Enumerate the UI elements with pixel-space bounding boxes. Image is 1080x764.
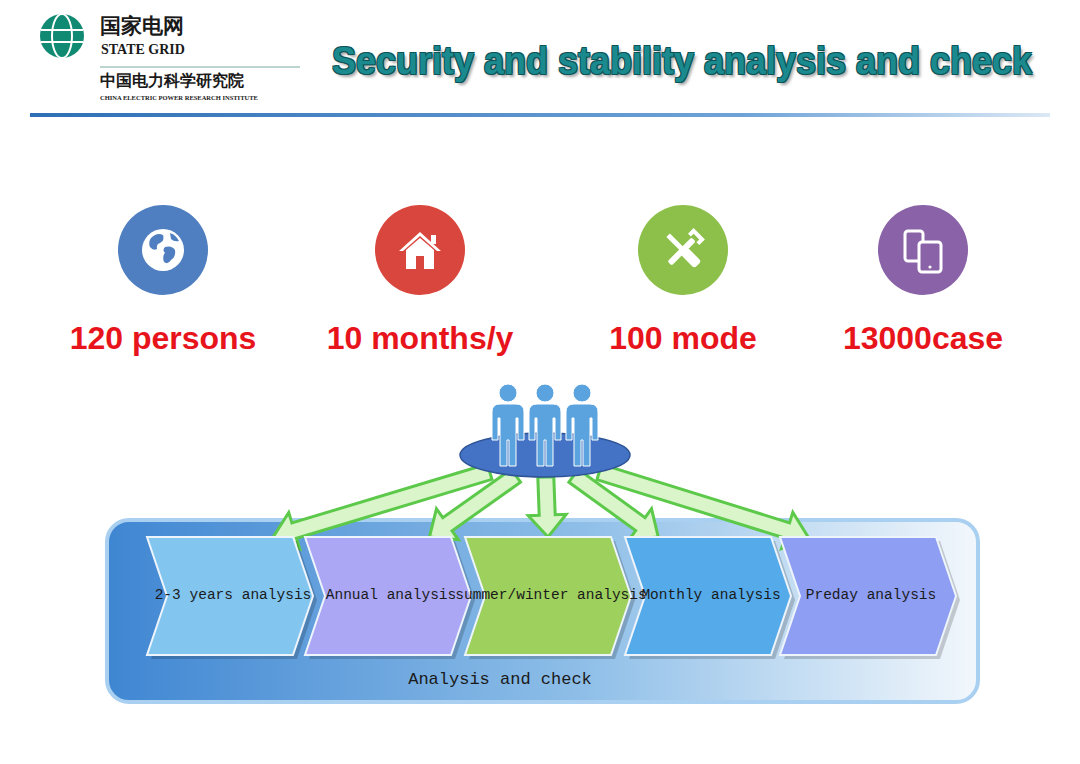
team-figure bbox=[455, 378, 635, 478]
person-body bbox=[566, 404, 598, 466]
stage-label: Annual analysis bbox=[326, 584, 457, 607]
icon-symbol bbox=[399, 232, 441, 269]
stage-label: Monthly analysis bbox=[641, 584, 780, 607]
logo-divider bbox=[100, 67, 300, 68]
flow-arrow bbox=[430, 469, 521, 540]
label-wrap: CHINA ELECTRIC POWER RESEARCH INSTITUTE bbox=[100, 94, 258, 101]
stat-value: 10 months/y bbox=[327, 321, 514, 356]
stage-chevron: 2-3 years analysis bbox=[147, 537, 313, 655]
logo-globe bbox=[40, 14, 84, 58]
title-wrap: Security and stability analysis and chec… bbox=[332, 40, 1071, 83]
band-fill bbox=[107, 520, 978, 702]
chevron-fill bbox=[147, 537, 313, 655]
logo-parallels bbox=[41, 30, 83, 42]
stage-chevron: Annual analysis bbox=[305, 537, 471, 655]
stat-circle: 13000case bbox=[878, 205, 968, 295]
person-icon bbox=[566, 384, 598, 466]
icon-symbol bbox=[142, 229, 184, 271]
stage-chevron: Preday analysis bbox=[780, 537, 956, 655]
flow-arrow bbox=[528, 477, 566, 537]
institute-english-name: CHINA ELECTRIC POWER RESEARCH INSTITUTE bbox=[100, 94, 258, 101]
label-wrap: STATE GRID bbox=[101, 42, 185, 58]
person-head bbox=[499, 384, 517, 402]
header-rule bbox=[30, 113, 1050, 117]
stage-label: Preday analysis bbox=[806, 584, 937, 607]
chevron-fill bbox=[305, 537, 471, 655]
stage-label: summer/winter analysis bbox=[455, 584, 646, 607]
person-icon bbox=[492, 384, 524, 466]
stage-chevron: Monthly analysis bbox=[625, 537, 791, 655]
stat-value: 100 mode bbox=[609, 321, 757, 356]
icon-symbol bbox=[664, 228, 705, 269]
label-wrap: 国家电网 bbox=[100, 12, 184, 40]
stat-value: 120 persons bbox=[70, 321, 257, 356]
icon bbox=[375, 205, 465, 295]
person-body bbox=[529, 404, 561, 466]
process-band: Analysis and check 2-3 years analysis Annu… bbox=[107, 520, 978, 702]
icon bbox=[118, 205, 208, 295]
stat-value: 13000case bbox=[843, 321, 1003, 356]
band-label: Analysis and check bbox=[408, 670, 592, 689]
person-head bbox=[573, 384, 591, 402]
slide-title: Security and stability analysis and chec… bbox=[332, 40, 1032, 83]
icon bbox=[878, 205, 968, 295]
person-body bbox=[492, 404, 524, 466]
chevron-fill bbox=[780, 537, 956, 655]
stage-label: 2-3 years analysis bbox=[155, 584, 312, 607]
logo-english-name: STATE GRID bbox=[101, 42, 185, 58]
team-group bbox=[455, 378, 635, 478]
stat-circle: 10 months/y bbox=[375, 205, 465, 295]
label-wrap: 中国电力科学研究院 bbox=[100, 71, 244, 92]
stat-circle: 100 mode bbox=[638, 205, 728, 295]
stat-circle: 120 persons bbox=[118, 205, 208, 295]
icon-symbol bbox=[905, 231, 941, 272]
icon bbox=[638, 205, 728, 295]
person-head bbox=[536, 384, 554, 402]
logo-chinese-name: 国家电网 bbox=[100, 12, 184, 40]
institute-chinese-name: 中国电力科学研究院 bbox=[100, 71, 244, 92]
logo-meridian bbox=[52, 14, 72, 58]
chevron-fill bbox=[625, 537, 791, 655]
logo-emblem bbox=[40, 14, 84, 58]
person-icon bbox=[529, 384, 561, 466]
flow-arrow bbox=[597, 464, 808, 548]
stage-chevron: summer/winter analysis bbox=[465, 537, 631, 655]
